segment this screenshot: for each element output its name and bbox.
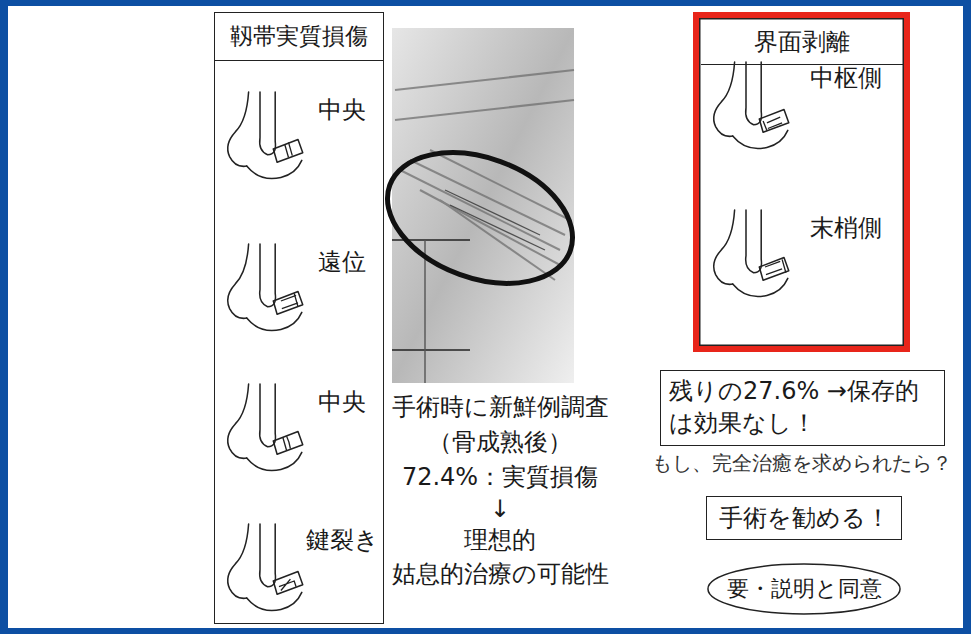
consent-ellipse: 要・説明と同意 bbox=[706, 563, 902, 615]
box-text: 手術を勧める！ bbox=[719, 502, 890, 534]
highlight-panel: 界面剥離 bbox=[693, 12, 910, 352]
tear-site-label: 遠位 bbox=[318, 248, 366, 277]
tear-site-label: 中枢側 bbox=[810, 64, 882, 93]
finding-text: 姑息的治療の可能性 bbox=[392, 560, 609, 589]
question-text: もし、完全治癒を求められたら？ bbox=[652, 452, 952, 475]
panel-heading: 靱帯実質損傷 bbox=[215, 13, 383, 61]
finding-text: （骨成熟後） bbox=[428, 428, 572, 457]
panel-heading: 界面剥離 bbox=[701, 20, 903, 65]
tear-site-label: 鍵裂き bbox=[306, 526, 379, 555]
box-text: 残りの27.6% →保存的は効果なし！ bbox=[669, 377, 919, 437]
tear-site-label: 末梢側 bbox=[810, 214, 882, 243]
advice-box: 手術を勧める！ bbox=[706, 496, 902, 540]
finding-text: 理想的 bbox=[464, 526, 536, 555]
ankle-drawing bbox=[714, 210, 789, 297]
surgical-photo bbox=[369, 28, 590, 383]
ankle-drawing bbox=[228, 244, 303, 331]
tear-site-label: 中央 bbox=[318, 388, 366, 417]
ankle-drawing bbox=[228, 524, 303, 611]
ankle-drawing bbox=[228, 384, 303, 471]
arrow-symbol: ↓ bbox=[490, 495, 510, 524]
finding-text: 手術時に新鮮例調査 bbox=[392, 393, 609, 422]
tear-site-label: 中央 bbox=[318, 96, 366, 125]
ellipse-shape bbox=[708, 564, 900, 614]
note-box: 残りの27.6% →保存的は効果なし！ bbox=[660, 370, 945, 446]
box-text: 要・説明と同意 bbox=[727, 574, 882, 604]
ankle-drawing bbox=[228, 92, 303, 179]
finding-text: 72.4%：実質損傷 bbox=[402, 463, 598, 492]
ankle-drawing bbox=[714, 62, 789, 149]
